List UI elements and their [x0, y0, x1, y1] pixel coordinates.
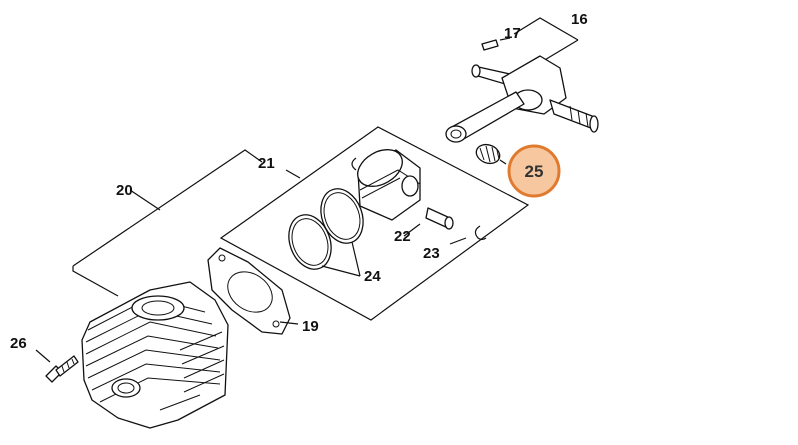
- piston-rings-part: [288, 188, 364, 277]
- highlight-marker-25[interactable]: 25: [507, 144, 561, 198]
- label-20: 20: [116, 182, 133, 199]
- label-26: 26: [10, 335, 27, 352]
- label-16: 16: [571, 11, 588, 28]
- screw-part: [35, 349, 79, 383]
- key-part: [481, 37, 511, 51]
- label-24: 24: [364, 268, 381, 285]
- label-25[interactable]: 25: [525, 162, 544, 181]
- piston-pin-part: [403, 207, 454, 237]
- highlight-circle[interactable]: [507, 144, 561, 198]
- gasket-part: [207, 247, 299, 335]
- crankshaft-part: [445, 55, 599, 143]
- needle-cage-part: [475, 143, 507, 165]
- label-21: 21: [258, 155, 275, 172]
- piston-part: [351, 149, 421, 221]
- label-17: 17: [504, 25, 521, 42]
- label-23: 23: [423, 245, 440, 262]
- group-bracket-20: [72, 149, 263, 297]
- label-22: 22: [394, 228, 411, 245]
- label-19: 19: [302, 318, 319, 335]
- cylinder-part: [81, 281, 229, 429]
- group-bracket-21: [219, 126, 530, 321]
- circlip-part: [449, 225, 487, 245]
- group-bracket-16: [513, 17, 579, 65]
